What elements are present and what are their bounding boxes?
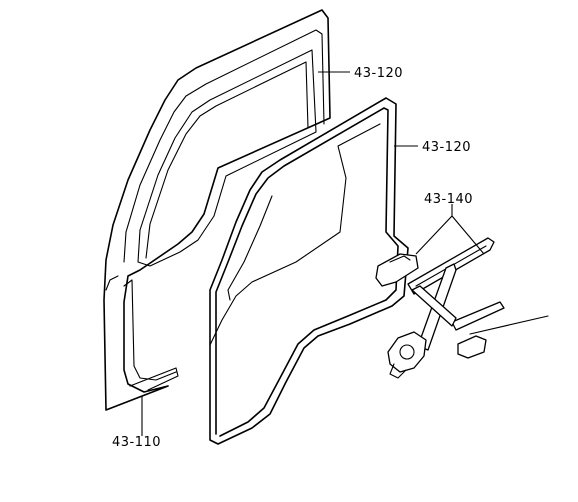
door-inner-panel: [209, 123, 381, 346]
callout-frame-seal: 43-120: [354, 66, 403, 81]
door-inner-panel-return: [227, 195, 273, 301]
door-shell-outer-edge: [103, 9, 331, 411]
glass-channel-bracket: [375, 253, 419, 287]
regulator-gear-hub: [399, 344, 415, 360]
callout-door-shell: 43-110: [112, 435, 161, 450]
door-side-edge: [105, 275, 119, 291]
regulator-switch: [457, 335, 487, 359]
glass-channel-bracket-slot: [389, 255, 411, 263]
door-lower-panel-recess: [123, 279, 177, 381]
callout-regulator: 43-140: [424, 192, 473, 207]
regulator-cross-arm: [411, 285, 457, 327]
door-weatherstrip: [209, 97, 409, 445]
regulator-motor-body: [389, 363, 407, 379]
door-weatherstrip-outer: [209, 97, 409, 445]
regulator-switch-cable: [469, 315, 549, 335]
door-weatherstrip-inner: [215, 107, 399, 437]
callout-door-seal: 43-120: [422, 140, 471, 155]
door-shell-frame-rim: [123, 29, 325, 263]
door-window-opening: [137, 49, 317, 267]
window-regulator-assembly: [375, 237, 549, 379]
door-shell: [103, 9, 331, 411]
leader-regulator: [415, 204, 485, 255]
regulator-lower-bracket: [451, 301, 505, 331]
door-bottom-lip: [129, 367, 179, 391]
door-window-inner-edge: [145, 61, 309, 259]
